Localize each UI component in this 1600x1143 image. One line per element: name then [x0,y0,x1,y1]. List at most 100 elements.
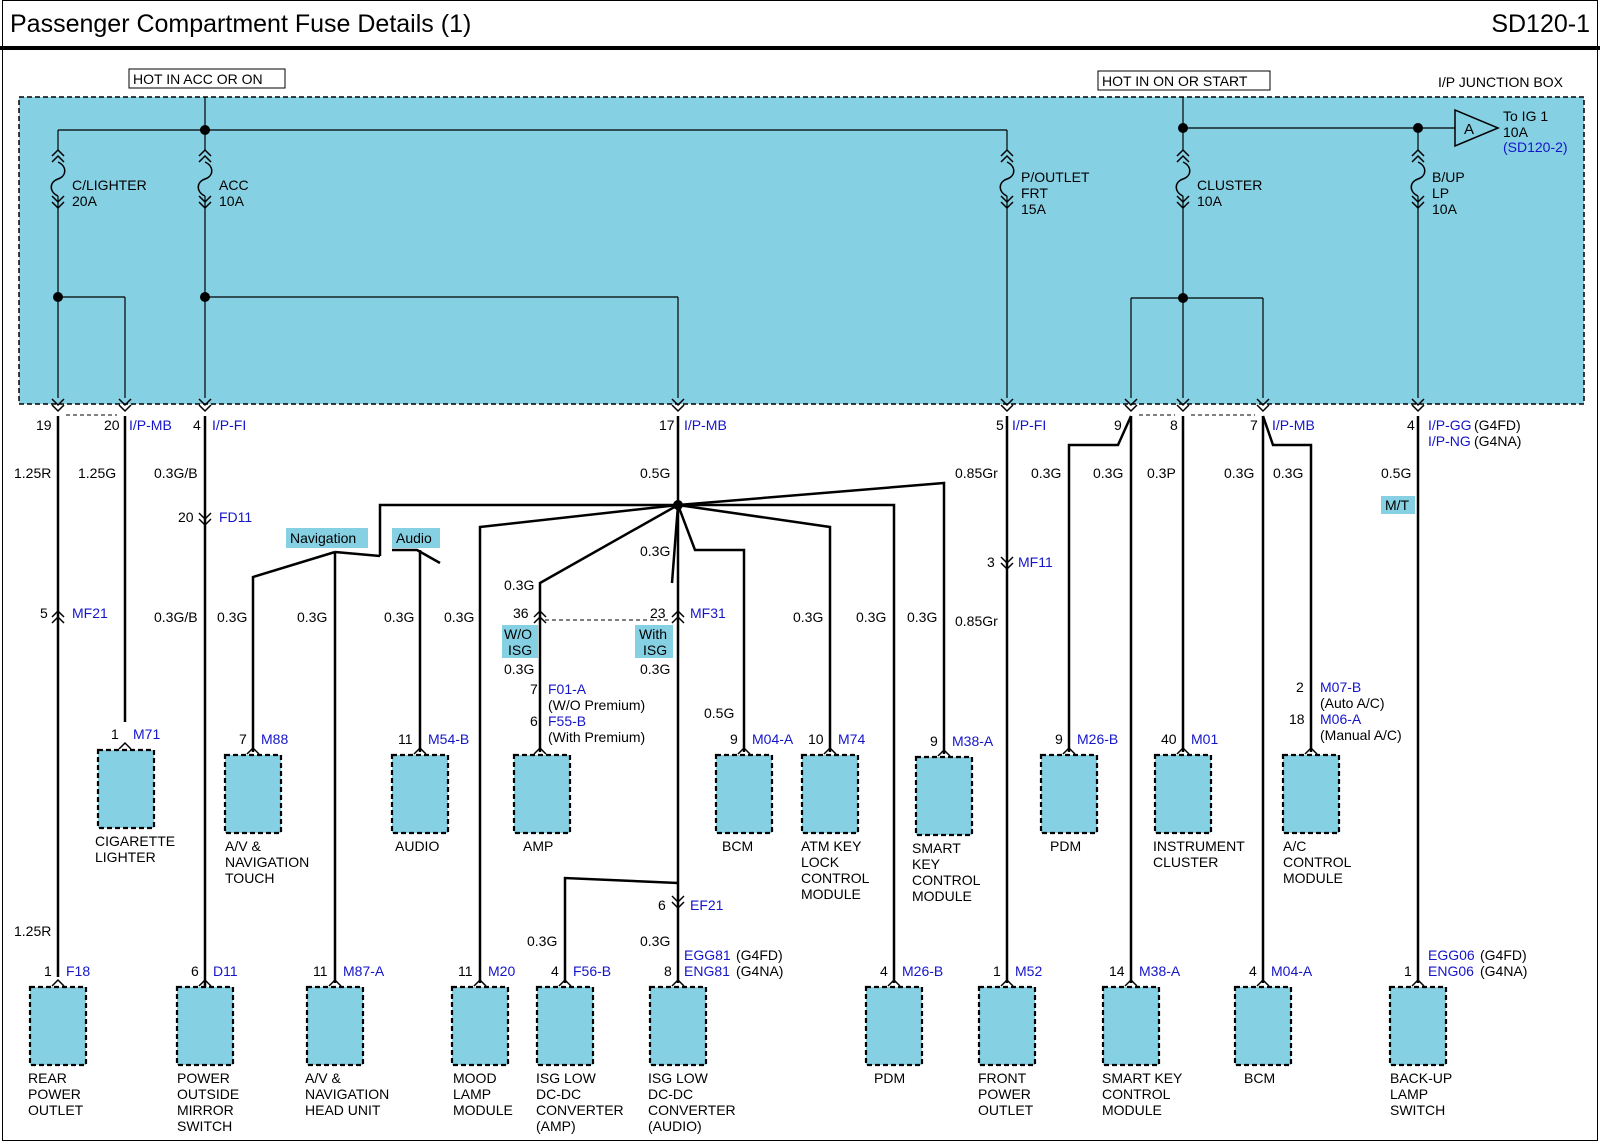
component-box [1101,985,1161,1067]
pin-number: 1 [1404,963,1412,979]
component-label: MODULE [1283,870,1343,886]
pin-number: 7 [239,731,247,747]
to-ig-ref: (SD120-2) [1503,139,1568,155]
component-label: CIGARETTE [95,833,175,849]
wire-size: 0.3G [1224,465,1254,481]
connector-id: D11 [213,963,238,979]
component-box [512,753,572,835]
component-label: ATM KEY [801,838,862,854]
component-box [1233,985,1293,1067]
component-terminal [937,748,951,757]
fuse-label: 10A [1432,201,1458,217]
to-ig-line1: To IG 1 [1503,108,1548,124]
fuse-label: 10A [219,193,245,209]
component-label: LAMP [1390,1086,1428,1102]
option-note: (Manual A/C) [1320,727,1402,743]
pin-number: 20 [178,509,194,525]
connector-id: M06-A [1320,711,1362,727]
connector-id: I/P-MB [1272,417,1315,433]
engine-suffix: (G4NA) [1480,963,1527,979]
component-box [305,985,365,1067]
pin-number: 10 [808,731,824,747]
component-label: BCM [1244,1070,1275,1086]
component-box [1039,753,1099,835]
component-label: REAR [28,1070,67,1086]
component-label: HEAD UNIT [305,1102,381,1118]
component-box [864,985,924,1067]
wire-size: 0.5G [1381,465,1411,481]
wire-size: 0.3G [640,661,670,677]
navigation-tag-label: Navigation [290,530,356,546]
component-label: OUTLET [978,1102,1034,1118]
component-box [914,755,974,837]
connector-id: EF21 [690,897,724,913]
component-label: OUTSIDE [177,1086,239,1102]
component-box [535,985,595,1067]
wire-size: 0.3G [504,661,534,677]
component-label: CONVERTER [536,1102,624,1118]
component-box [648,985,708,1067]
pin-number: 19 [36,417,52,433]
page-title: Passenger Compartment Fuse Details (1) [10,10,472,38]
component-label: A/V & [305,1070,341,1086]
pin-number: 4 [551,963,559,979]
fuse-label: ACC [219,177,249,193]
mt-tag-label: M/T [1385,497,1410,513]
pin-number: 18 [1289,711,1305,727]
pin-number: 17 [659,417,675,433]
component-label: MIRROR [177,1102,234,1118]
wire-size: 0.3G/B [154,465,198,481]
wire-size: 0.3G [1093,465,1123,481]
component-terminal [51,978,65,987]
engine-suffix: (G4FD) [1474,417,1521,433]
component-label: LAMP [453,1086,491,1102]
audio-tag-label: Audio [396,530,432,546]
component-terminal [1000,978,1014,987]
component-terminal [413,746,427,755]
option-note: (Auto A/C) [1320,695,1385,711]
wire-size: 0.3G [217,609,247,625]
option-note: (With Premium) [548,729,645,745]
component-terminal [1304,746,1318,755]
wire-size: 1.25R [14,465,51,481]
pin-number: 4 [1249,963,1257,979]
engine-suffix: (G4FD) [1480,947,1527,963]
component-label: LIGHTER [95,849,156,865]
connector-id: MF11 [1018,554,1053,570]
component-label: CLUSTER [1153,854,1218,870]
to-ig-symbol: A [1464,121,1474,138]
connector-id: M20 [488,963,515,979]
wire-size: 0.3G [1273,465,1303,481]
component-box [1281,753,1341,835]
component-terminal [1062,746,1076,755]
with-isg-label: ISG [643,642,667,658]
component-terminal [558,978,572,987]
pin-number: 5 [996,417,1004,433]
component-label: NAVIGATION [305,1086,389,1102]
fuse-label: CLUSTER [1197,177,1262,193]
pin-number: 40 [1161,731,1177,747]
wire-size: 0.3G/B [154,609,198,625]
component-label: SWITCH [1390,1102,1445,1118]
wire-size: 0.3G [384,609,414,625]
connector-id: ENG06 [1428,963,1474,979]
engine-suffix: (G4NA) [1474,433,1521,449]
wire-size: 0.3G [856,609,886,625]
pin-number: 4 [880,963,888,979]
pin-number: 1 [993,963,1001,979]
component-terminal [533,746,547,755]
wire-size: 0.3G [297,609,327,625]
fuse-label: P/OUTLET [1021,169,1090,185]
component-terminal [198,978,212,987]
mt-tag [1381,496,1415,514]
pin-number: 6 [191,963,199,979]
component-label: FRONT [978,1070,1027,1086]
connector-id: MF21 [72,605,108,621]
